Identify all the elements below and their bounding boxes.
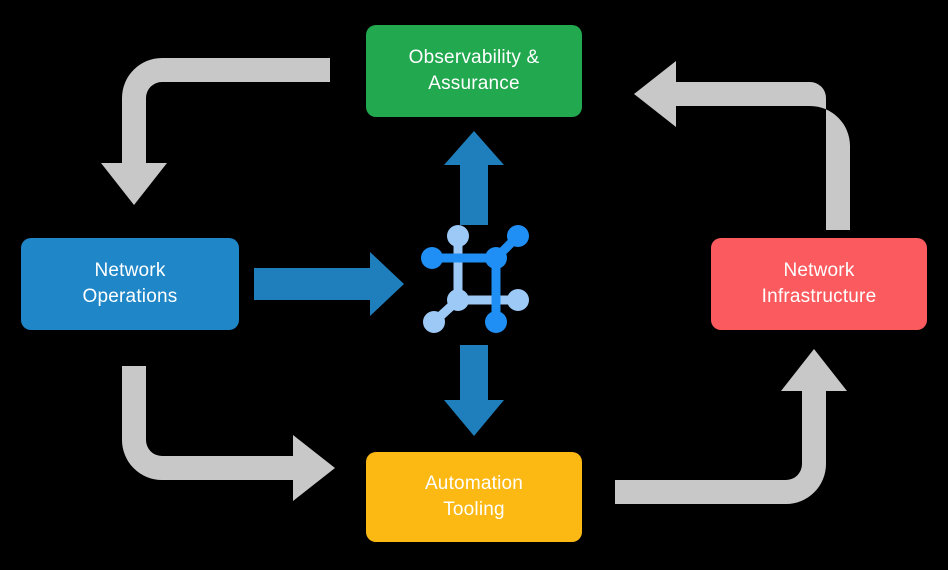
node-label-network-operations: Network Operations [82, 260, 178, 307]
topology-node-left [421, 247, 443, 269]
topology-node-center [485, 247, 507, 269]
network-topology-icon [421, 225, 529, 333]
blue-arrow-center-to-automation [444, 345, 504, 436]
gray-arrow-infrastructure-to-observability [634, 61, 850, 230]
node-box-network-infrastructure[interactable]: Network Infrastructure [711, 238, 927, 330]
topology-node-bottom [485, 311, 507, 333]
node-label-network-infrastructure: Network Infrastructure [761, 260, 877, 307]
topology-node-mid-left [447, 289, 469, 311]
node-box-observability[interactable]: Observability & Assurance [366, 25, 582, 117]
gray-arrow-operations-to-automation [122, 366, 335, 501]
topology-nodes [421, 225, 529, 333]
blue-arrow-operations-to-center [254, 252, 404, 316]
gray-arrow-automation-to-infrastructure [615, 349, 847, 504]
topology-node-bottom-left [423, 311, 445, 333]
gray-arrow-observability-to-operations [101, 58, 330, 205]
node-box-network-operations[interactable]: Network Operations [21, 238, 239, 330]
topology-node-top-right [507, 225, 529, 247]
node-box-automation-tooling[interactable]: Automation Tooling [366, 452, 582, 542]
node-label-automation-tooling: Automation Tooling [424, 473, 524, 520]
topology-node-top-left [447, 225, 469, 247]
node-label-observability: Observability & Assurance [408, 47, 540, 94]
topology-node-right [507, 289, 529, 311]
blue-arrow-center-to-observability [444, 131, 504, 225]
